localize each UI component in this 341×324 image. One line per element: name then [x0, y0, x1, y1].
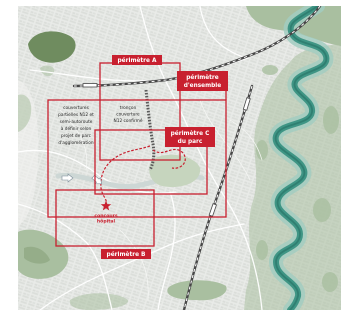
- forest-patch: [323, 106, 339, 134]
- perimeter-b-text: périmètre B: [107, 251, 146, 258]
- label-box: [101, 249, 151, 259]
- road: [199, 6, 247, 59]
- annotation-line: semi-autoroute: [60, 119, 93, 125]
- road: [18, 203, 113, 310]
- label-box: [112, 55, 162, 65]
- river-core: [274, 6, 328, 310]
- annotation-confirmed-cover: tronçon couverture N12 confirmé: [114, 105, 143, 124]
- forest-patch: [24, 246, 50, 264]
- annotation-line: couvertures: [63, 105, 89, 111]
- perimeter-ensemble-outline: [47, 99, 227, 218]
- forest-patch: [69, 293, 129, 310]
- n12-tunnel-line: [144, 89, 156, 171]
- forest-patch: [313, 198, 331, 222]
- road: [59, 109, 88, 171]
- forest-patch: [262, 65, 278, 75]
- forest-patch: [28, 31, 76, 63]
- road: [199, 99, 251, 181]
- annotation-hospital-competition: concours hôpital: [94, 200, 118, 225]
- star-icon: [100, 200, 112, 211]
- annotation-partial-covers: couvertures partielles N12 et semi-autor…: [58, 105, 94, 146]
- railway-line-south: [182, 84, 254, 310]
- forest-patch: [322, 272, 338, 292]
- arrow-diagonal-icon: [91, 174, 102, 185]
- river: [268, 6, 334, 310]
- annotation-line: N12 confirmé: [114, 117, 143, 124]
- road-network: [18, 6, 263, 310]
- perimeter-b-label: périmètre B: [101, 249, 151, 259]
- perimeter-c-text: périmètre C: [171, 130, 210, 137]
- planned-route-dashed: [100, 145, 151, 205]
- road: [157, 191, 176, 310]
- road: [229, 119, 263, 161]
- railway-station-marker: [208, 203, 217, 217]
- park-area: [149, 154, 201, 188]
- hospital-label-line: concours: [94, 213, 118, 219]
- arrow-right-icon: [61, 173, 74, 183]
- perimeter-ensemble-text: périmètre: [186, 74, 219, 81]
- forest-patch: [256, 240, 268, 260]
- road: [119, 229, 149, 301]
- map-layer: couvertures partielles N12 et semi-autor…: [18, 6, 341, 310]
- forest-patch: [167, 280, 227, 301]
- road: [164, 79, 263, 310]
- perimeter-ensemble-text: d'ensemble: [184, 83, 222, 89]
- perimeter-c-outline: [94, 129, 208, 195]
- perimeter-ensemble-label: périmètre d'ensemble: [177, 71, 228, 91]
- label-box: [177, 71, 228, 91]
- road: [139, 6, 166, 81]
- arrow-shape: [91, 174, 102, 185]
- annotation-line: à définir selon: [61, 125, 92, 132]
- railway-station-marker: [82, 83, 98, 88]
- perimeter-a-label: périmètre A: [112, 55, 162, 65]
- annotation-line: projet de parc: [61, 133, 92, 139]
- railway-track-dash: [183, 85, 253, 310]
- forest-patch: [256, 140, 268, 160]
- perimeter-c-label: périmètre C du parc: [165, 127, 215, 147]
- perimeter-a-text: périmètre A: [118, 57, 157, 64]
- road: [18, 149, 177, 194]
- annotation-line: tronçon: [120, 105, 137, 111]
- forest-patch: [18, 94, 32, 132]
- annotation-line: partielles N12 et: [58, 112, 94, 118]
- label-box: [165, 127, 215, 147]
- perimeter-b-outline: [55, 189, 155, 247]
- forest-patch: [40, 65, 55, 77]
- road: [39, 223, 245, 310]
- annotation-line: d'agglomération: [58, 139, 94, 146]
- railway-station-marker: [242, 97, 251, 111]
- perimeter-c-text: du parc: [178, 139, 203, 145]
- planned-route-dashed: [152, 148, 186, 169]
- annotation-line: couverture: [116, 112, 140, 118]
- hospital-label-line: hôpital: [97, 218, 116, 225]
